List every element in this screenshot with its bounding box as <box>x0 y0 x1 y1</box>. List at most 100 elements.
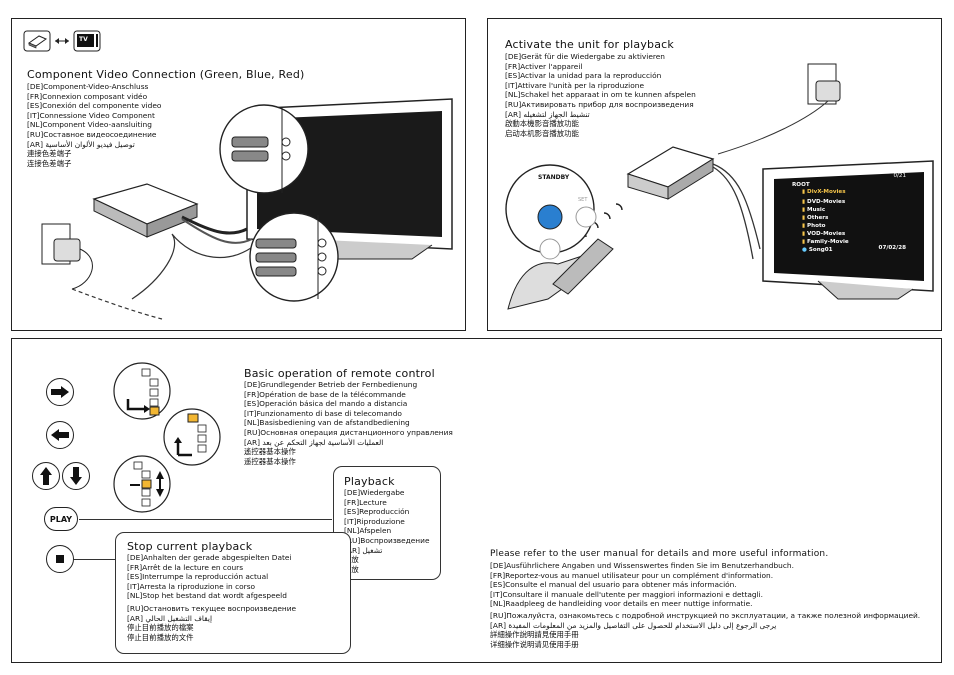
translation-line: [AR] إيقاف التشغيل الحالي <box>127 613 213 623</box>
play-connector-line <box>79 519 332 520</box>
translation-line: [RU]Основная операция дистанционного упр… <box>244 427 453 437</box>
panel2-title: Activate the unit for playback <box>505 38 674 51</box>
translation-line: [NL]Raadpleeg de handleiding voor detail… <box>490 599 753 609</box>
set-button[interactable]: SET <box>578 197 588 203</box>
navigation-diagram <box>113 362 221 513</box>
panel2-translations: [DE]Gerät für die Wiedergabe zu aktivier… <box>505 52 696 138</box>
translation-line: [NL]Basisbediening van de afstandbedieni… <box>244 418 410 428</box>
folder-icon: ▮ <box>802 189 806 195</box>
panel1-translations: [DE]Component-Video-Anschluss [FR]Connex… <box>27 82 161 168</box>
panel-activate-unit: Activate the unit for playback [DE]Gerät… <box>487 18 942 331</box>
translation-line: [RU]Остановить текущее воспроизведение <box>127 603 297 613</box>
translation-line: [ES]Interrumpe la reproducción actual <box>127 572 269 582</box>
translation-line: [RU]Активировать прибор для воспроизведе… <box>505 99 694 109</box>
translation-line: [ES]Consulte el manual del usuario para … <box>490 580 737 590</box>
panel-component-video: TV Component Video Connection (Green, Bl… <box>11 18 466 331</box>
down-arrow-button[interactable] <box>62 462 90 490</box>
translation-line: [DE]Wiedergabe <box>344 488 405 497</box>
translation-line: 詳細操作說明請見使用手冊 <box>490 630 579 640</box>
translation-line: [RU]Пожалуйста, ознакомьтесь с подробной… <box>490 610 921 620</box>
translation-line: 详细操作说明请见使用手册 <box>490 639 579 649</box>
translation-line: [IT]Connessione Video Component <box>27 110 155 120</box>
translation-line: [RU]Составное видеосоединение <box>27 129 157 139</box>
play-button[interactable]: PLAY <box>44 507 78 531</box>
translation-line: [AR] تنشيط الجهاز لتشغيله <box>505 109 590 119</box>
translation-line: [DE]Gerät für die Wiedergabe zu aktivier… <box>505 52 665 61</box>
translation-line: [IT]Riproduzione <box>344 516 405 526</box>
refer-title: Please refer to the user manual for deta… <box>490 549 829 559</box>
standby-button[interactable]: ⏻ <box>549 192 559 207</box>
translation-line: [DE]Anhalten der gerade abgespielten Dat… <box>127 553 292 562</box>
translation-line: 停止目前播放的文件 <box>127 632 194 642</box>
menu-item: ▮ DivX-Movies <box>802 189 846 195</box>
menu-item: ▮ Family-Movie <box>802 239 849 245</box>
translation-line: [FR]Opération de base de la télécommande <box>244 389 406 399</box>
device-to-tv-icon <box>23 30 101 52</box>
translation-line: 播放 <box>344 564 359 574</box>
translation-line: [AR] يرجى الرجوع إلى دليل الاستخدام للحص… <box>490 620 777 630</box>
translation-line: [NL]Afspelen <box>344 526 392 536</box>
translation-line: [IT]Consultare il manuale dell'utente pe… <box>490 589 764 599</box>
menu-root-label: ROOT <box>792 182 810 188</box>
menu-item: ▮ VOD-Movies <box>802 231 846 237</box>
translation-line: [FR]Lecture <box>344 497 387 507</box>
up-arrow-button[interactable] <box>32 462 60 490</box>
stop-title: Stop current playback <box>127 540 253 553</box>
translation-line: [DE]Grundlegender Betrieb der Fernbedien… <box>244 380 418 389</box>
folder-icon: ▮ <box>802 223 806 229</box>
playback-translations: [DE]Wiedergabe [FR]Lecture [ES]Reproducc… <box>344 488 430 574</box>
menu-item: ▮ Photo <box>802 223 826 229</box>
translation-line: [IT]Funzionamento di base di telecomando <box>244 408 402 418</box>
translation-line: 启动本机影音播放功能 <box>505 128 579 138</box>
stop-button[interactable] <box>46 545 74 573</box>
menu-item: ● Song01 <box>802 247 833 253</box>
activate-illustration <box>505 63 934 310</box>
translation-line: [NL]Stop het bestand dat wordt afgespeel… <box>127 591 287 601</box>
stop-connector-line <box>74 559 115 560</box>
left-arrow-icon <box>51 429 69 441</box>
translation-line: 遥控器基本操作 <box>244 456 296 466</box>
folder-icon: ▮ <box>802 207 806 213</box>
folder-icon: ▮ <box>802 239 806 245</box>
menu-item: ▮ Others <box>802 215 829 221</box>
translation-line: [DE]Component-Video-Anschluss <box>27 82 149 91</box>
folder-icon: ▮ <box>802 231 806 237</box>
left-arrow-button[interactable] <box>46 421 74 449</box>
translation-line: 播放 <box>344 555 359 565</box>
stop-translations: [DE]Anhalten der gerade abgespielten Dat… <box>127 553 296 642</box>
translation-line: [FR]Connexion composant vidéo <box>27 91 148 101</box>
translation-line: [DE]Ausführlichere Angaben und Wissenswe… <box>490 561 794 570</box>
translation-line: 連接色差端子 <box>27 149 72 159</box>
basic-operation-title: Basic operation of remote control <box>244 367 435 380</box>
translation-line: [AR] تشغيل <box>344 545 383 555</box>
panel-remote-operation: PLAY Basic operation of remote control [… <box>11 338 942 663</box>
translation-line: [FR]Activer l'appareil <box>505 61 583 71</box>
stop-icon <box>56 555 64 563</box>
translation-line: [ES]Activar la unidad para la reproducci… <box>505 71 662 81</box>
menu-count: 0/21 <box>893 173 906 179</box>
menu-item: ▮ DVD-Movies <box>802 199 846 205</box>
menu-date: 07/02/28 <box>878 245 906 251</box>
translation-line: [ES]Conexión del componente video <box>27 101 162 111</box>
right-arrow-icon <box>51 386 69 398</box>
translation-line: [NL]Component Video-aansluiting <box>27 120 152 130</box>
translation-line: [AR] توصيل فيديو الألوان الأساسية <box>27 139 135 149</box>
right-arrow-button[interactable] <box>46 378 74 406</box>
translation-line: 遙控器基本操作 <box>244 447 296 457</box>
up-arrow-icon <box>40 467 52 485</box>
translation-line: [FR]Reportez-vous au manuel utilisateur … <box>490 570 774 580</box>
down-arrow-icon <box>70 467 82 485</box>
panel1-title: Component Video Connection (Green, Blue,… <box>27 68 305 81</box>
translation-line: [AR] العمليات الأساسية لجهاز التحكم عن ب… <box>244 437 384 447</box>
tv-label: TV <box>79 36 88 43</box>
folder-icon: ▮ <box>802 215 806 221</box>
translation-line: [FR]Arrêt de la lecture en cours <box>127 562 244 572</box>
translation-line: [ES]Operación básica del mando a distanc… <box>244 399 408 409</box>
translation-line: [IT]Attivare l'unità per la riproduzione <box>505 80 644 90</box>
folder-icon: ▮ <box>802 199 806 205</box>
standby-label: STANDBY <box>538 174 570 181</box>
translation-line: 啟動本機影音播放功能 <box>505 119 579 129</box>
translation-line: [RU]Воспроизведение <box>344 535 430 545</box>
stop-box: Stop current playback [DE]Anhalten der g… <box>115 532 351 654</box>
translation-line: 连接色差端子 <box>27 158 72 168</box>
